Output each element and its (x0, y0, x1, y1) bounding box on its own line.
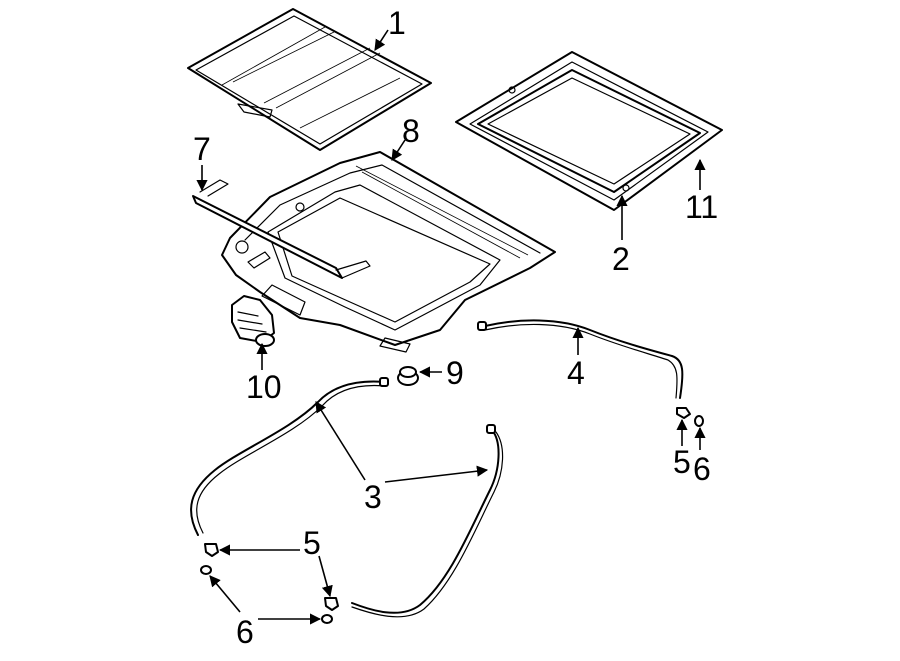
drain-hose-left-part (190, 377, 389, 536)
callout-1: 1 (388, 5, 406, 41)
leader-3-lower (384, 465, 489, 483)
nut-right-part (694, 415, 704, 427)
sunroof-housing-part (221, 151, 556, 353)
callout-11: 11 (685, 189, 718, 225)
drain-hose-right-part (477, 319, 684, 399)
drain-hose-lower-part (351, 424, 504, 618)
callout-7: 7 (193, 131, 211, 167)
callout-8: 8 (402, 113, 420, 149)
nut-left-lower-part (321, 614, 333, 624)
leader-8 (391, 139, 406, 161)
glass-panel-part (187, 8, 432, 151)
callout-6-left: 6 (236, 614, 254, 650)
leader-5-left-lower (318, 555, 333, 598)
drive-motor-part (231, 295, 275, 347)
callout-5-right: 5 (673, 444, 691, 480)
callout-3: 3 (364, 479, 382, 515)
seal-frame-part (455, 51, 723, 211)
callout-2: 2 (612, 241, 630, 277)
callout-9: 9 (446, 355, 464, 391)
nut-left-upper-part (200, 565, 212, 575)
leader-3-upper (315, 401, 366, 481)
grommet-part (397, 366, 419, 386)
leader-1 (374, 29, 389, 51)
clip-left-lower-part (324, 597, 339, 611)
callout-4: 4 (567, 355, 585, 391)
clip-left-upper-part (204, 543, 219, 557)
callout-6-right: 6 (693, 451, 711, 487)
drain-trough-part (192, 179, 371, 279)
callout-5-left: 5 (303, 525, 321, 561)
leader-6-left-upper (209, 575, 241, 613)
callout-10: 10 (246, 369, 282, 405)
clip-right-part (676, 407, 691, 419)
